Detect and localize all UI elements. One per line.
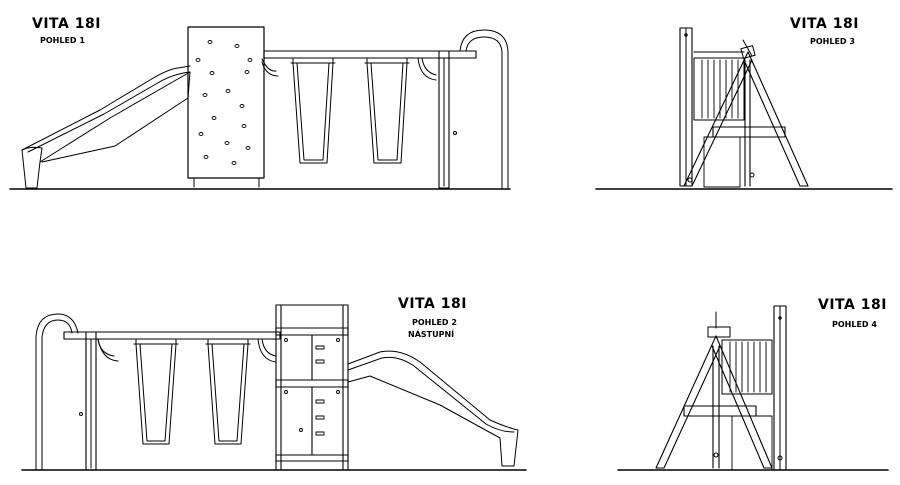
view4-title: VITA 18I	[818, 297, 887, 313]
railing-slats	[702, 60, 738, 118]
railing-slats-4	[730, 342, 766, 392]
view3-drawing	[596, 28, 892, 189]
swing-beam-1	[264, 51, 476, 58]
view2-subtitle2: NÁSTUPNÍ	[408, 330, 455, 339]
post-1	[439, 51, 449, 188]
tower-2	[276, 305, 348, 470]
swing-seat-2b	[206, 339, 250, 444]
post-2	[86, 332, 96, 470]
a-frame-4	[656, 336, 772, 468]
view4-subtitle: POHLED 4	[832, 320, 877, 329]
view2-title: VITA 18I	[398, 296, 467, 312]
ladder-rungs	[285, 339, 340, 436]
slide-2	[348, 351, 518, 466]
swing-seat-2a	[134, 339, 178, 444]
arch-handle-2	[36, 314, 78, 470]
view2-drawing	[22, 305, 526, 470]
view1-drawing	[10, 27, 510, 189]
view1-title: VITA 18I	[32, 16, 101, 32]
view3-title: VITA 18I	[790, 16, 859, 32]
view1-subtitle: POHLED 1	[40, 36, 85, 45]
view3-subtitle: POHLED 3	[810, 37, 855, 46]
swing-seat-1b	[365, 58, 409, 163]
arch-handle-1	[460, 30, 508, 188]
swing-seat-1a	[291, 58, 335, 163]
view2-subtitle: POHLED 2	[412, 318, 457, 327]
climbing-holds	[196, 41, 252, 165]
climbing-wall	[188, 27, 264, 187]
a-frame-3	[684, 52, 808, 186]
slide-1	[22, 66, 190, 188]
view4-drawing	[618, 306, 888, 470]
